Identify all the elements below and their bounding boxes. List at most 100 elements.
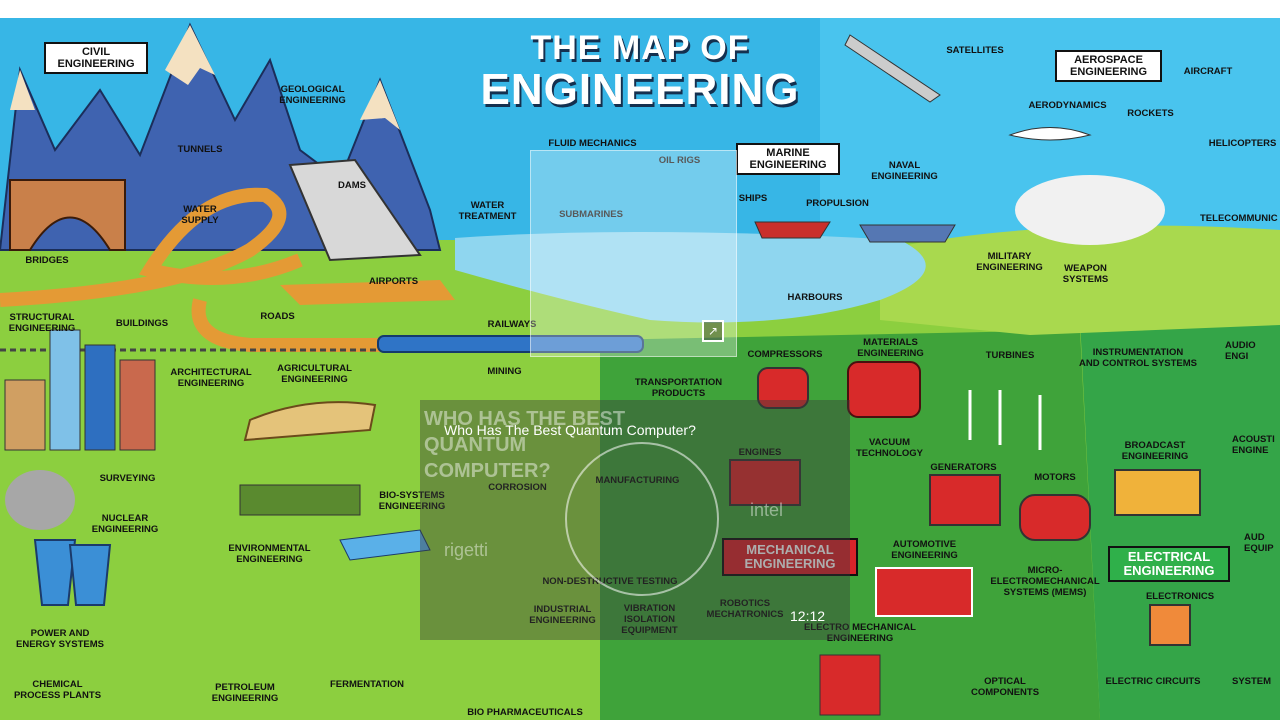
building <box>49 329 81 451</box>
label-petroleum: PETROLEUM ENGINEERING <box>211 682 279 704</box>
video-bg-title: WHO HAS THE BEST QUANTUM COMPUTER? <box>424 408 626 482</box>
label-helicopters: HELICOPTERS <box>1208 138 1277 149</box>
label-water-treatment: WATER TREATMENT <box>458 200 517 222</box>
label-surveying: SURVEYING <box>99 473 156 484</box>
label-corrosion: CORROSION <box>488 482 547 493</box>
label-audio-engineering: AUDIO ENGI <box>1225 340 1256 362</box>
badge-electrical-engineering: ELECTRICAL ENGINEERING <box>1108 546 1230 582</box>
label-electro-mechanical: ELECTRO MECHANICAL ENGINEERING <box>804 622 916 644</box>
label-power-energy: POWER AND ENERGY SYSTEMS <box>16 628 104 650</box>
roads <box>0 187 600 352</box>
label-structural: STRUCTURAL ENGINEERING <box>8 312 76 334</box>
label-electronics: ELECTRONICS <box>1145 591 1215 602</box>
label-buildings: BUILDINGS <box>115 318 169 329</box>
label-optical: OPTICAL COMPONENTS <box>970 676 1040 698</box>
play-ring[interactable] <box>565 442 719 596</box>
video-title[interactable]: Who Has The Best Quantum Computer? <box>444 422 696 438</box>
train <box>377 335 644 353</box>
compressor <box>757 367 809 409</box>
label-automotive: AUTOMOTIVE ENGINEERING <box>891 539 958 561</box>
brand-intel: intel <box>750 500 784 520</box>
label-naval: NAVAL ENGINEERING <box>871 160 938 182</box>
label-aerodynamics: AERODYNAMICS <box>1028 100 1107 111</box>
label-agricultural: AGRICULTURAL ENGINEERING <box>277 363 352 385</box>
label-broadcast: BROADCAST ENGINEERING <box>1121 440 1189 462</box>
label-roads: ROADS <box>260 311 295 322</box>
dam <box>288 158 422 262</box>
label-bridges: BRIDGES <box>25 255 69 266</box>
label-generators: GENERATORS <box>930 462 997 473</box>
label-audio-equipment: AUD EQUIP <box>1244 532 1274 554</box>
label-rockets: ROCKETS <box>1127 108 1174 119</box>
badge-mechanical-engineering: MECHANICAL ENGINEERING <box>722 538 858 576</box>
cooling-tower <box>68 544 112 606</box>
badge-aerospace-engineering: AEROSPACE ENGINEERING <box>1055 50 1162 82</box>
video-thumbnail-overlay-top[interactable]: ↗ <box>530 150 737 357</box>
label-architectural: ARCHITECTURAL ENGINEERING <box>170 367 252 389</box>
label-railways: RAILWAYS <box>487 319 537 330</box>
greenhouses <box>339 529 431 561</box>
label-satellites: SATELLITES <box>946 45 1004 56</box>
runway <box>280 280 455 305</box>
label-ships: SHIPS <box>738 193 768 204</box>
label-motors: MOTORS <box>1034 472 1076 483</box>
building <box>84 344 116 451</box>
label-fermentation: FERMENTATION <box>329 679 405 690</box>
electrical-zone <box>1080 318 1280 720</box>
airfoil <box>1008 127 1092 141</box>
title-line2: ENGINEERING <box>480 65 800 114</box>
car-sign <box>875 567 973 617</box>
steam <box>5 470 75 530</box>
crop-field <box>239 484 361 516</box>
label-bio-pharmaceuticals: BIO PHARMACEUTICALS <box>467 707 583 718</box>
badge-marine-engineering: MARINE ENGINEERING <box>736 143 840 175</box>
label-water-supply: WATER SUPPLY <box>181 204 219 226</box>
label-geological: GEOLOGICAL ENGINEERING <box>279 84 346 106</box>
aero-ground <box>880 225 1280 335</box>
label-turbines: TURBINES <box>985 350 1035 361</box>
brand-rigetti: rigetti <box>444 540 489 560</box>
label-fluid-mechanics: FLUID MECHANICS <box>548 138 637 149</box>
video-preview-overlay[interactable]: WHO HAS THE BEST QUANTUM COMPUTER? Who H… <box>420 400 850 640</box>
mech-zone <box>600 330 1100 720</box>
label-submarines: SUBMARINES <box>559 209 623 220</box>
wind-turbines <box>968 390 1042 450</box>
label-telecommunications: TELECOMMUNIC <box>1200 213 1278 224</box>
satellite <box>844 34 941 103</box>
label-transportation: TRANSPORTATION PRODUCTS <box>634 377 723 399</box>
label-aircraft: AIRCRAFT <box>1183 66 1233 77</box>
circuit-board <box>1114 469 1201 516</box>
robot-arm <box>819 654 881 716</box>
label-oil-rigs: OIL RIGS <box>658 155 701 166</box>
building <box>119 359 156 451</box>
badge-civil-engineering: CIVIL ENGINEERING <box>44 42 148 74</box>
label-harbours: HARBOURS <box>787 292 843 303</box>
naval-ship <box>859 224 956 243</box>
expand-icon[interactable]: ↗ <box>702 320 724 342</box>
label-propulsion: PROPULSION <box>806 198 869 209</box>
materials-stack <box>847 361 921 418</box>
label-acoustic: ACOUSTI ENGINE <box>1232 434 1275 456</box>
label-chemical: CHEMICAL PROCESS PLANTS <box>13 679 102 701</box>
wheat-field <box>243 401 377 442</box>
map-title: THE MAP OF ENGINEERING <box>430 30 850 114</box>
label-materials: MATERIALS ENGINEERING <box>857 337 924 359</box>
label-vibration: VIBRATION ISOLATION EQUIPMENT <box>621 603 678 636</box>
snow-caps <box>10 25 400 130</box>
label-mining: MINING <box>487 366 522 377</box>
label-airports: AIRPORTS <box>368 276 419 287</box>
label-environmental: ENVIRONMENTAL ENGINEERING <box>228 543 311 565</box>
label-weapon-systems: WEAPON SYSTEMS <box>1062 263 1109 285</box>
label-compressors: COMPRESSORS <box>747 349 823 360</box>
label-military: MILITARY ENGINEERING <box>976 251 1043 273</box>
motor <box>1019 494 1091 541</box>
chip <box>1149 604 1191 646</box>
sea <box>455 231 926 323</box>
label-mems: MICRO- ELECTROMECHANICAL SYSTEMS (MEMS) <box>990 565 1100 598</box>
building <box>4 379 46 451</box>
label-electric-circuits: ELECTRIC CIRCUITS <box>1105 676 1201 687</box>
label-industrial: INDUSTRIAL ENGINEERING <box>529 604 596 626</box>
bridge <box>9 179 126 251</box>
label-instrumentation: INSTRUMENTATION AND CONTROL SYSTEMS <box>1078 347 1198 369</box>
label-bio-systems: BIO-SYSTEMS ENGINEERING <box>378 490 446 512</box>
